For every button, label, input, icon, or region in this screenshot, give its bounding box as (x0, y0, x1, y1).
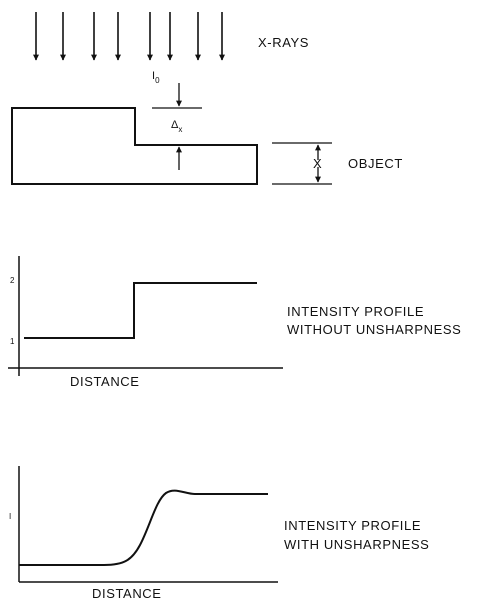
unsharp-profile-curve (19, 489, 268, 566)
thickness-step-label: Δx (171, 119, 182, 134)
sharp-profile-tick-high: 2 (10, 276, 15, 285)
sharp-profile-xlabel: DISTANCE (70, 374, 140, 389)
sharp-profile-caption-line2: WITHOUT UNSHARPNESS (287, 322, 461, 337)
sharp-profile-curve (24, 282, 257, 339)
thickness-label: X (313, 156, 322, 171)
sharp-profile-caption-line1: INTENSITY PROFILE (287, 304, 424, 319)
sharp-profile-plot: 2 1 DISTANCE (8, 256, 283, 389)
object-label: OBJECT (348, 156, 403, 171)
incident-intensity-label: I0 (152, 70, 160, 85)
sharp-profile-tick-low: 1 (10, 337, 15, 346)
object-shape (11, 107, 258, 185)
xray-arrows (33, 12, 225, 61)
xray-label: X-RAYS (258, 35, 309, 50)
unsharp-profile-tick: I (9, 512, 11, 521)
unsharp-profile-xlabel: DISTANCE (92, 586, 162, 601)
unsharp-profile-plot: I DISTANCE (9, 466, 278, 601)
unsharp-profile-caption-line2: WITH UNSHARPNESS (284, 537, 429, 552)
unsharp-profile-caption-line1: INTENSITY PROFILE (284, 518, 421, 533)
